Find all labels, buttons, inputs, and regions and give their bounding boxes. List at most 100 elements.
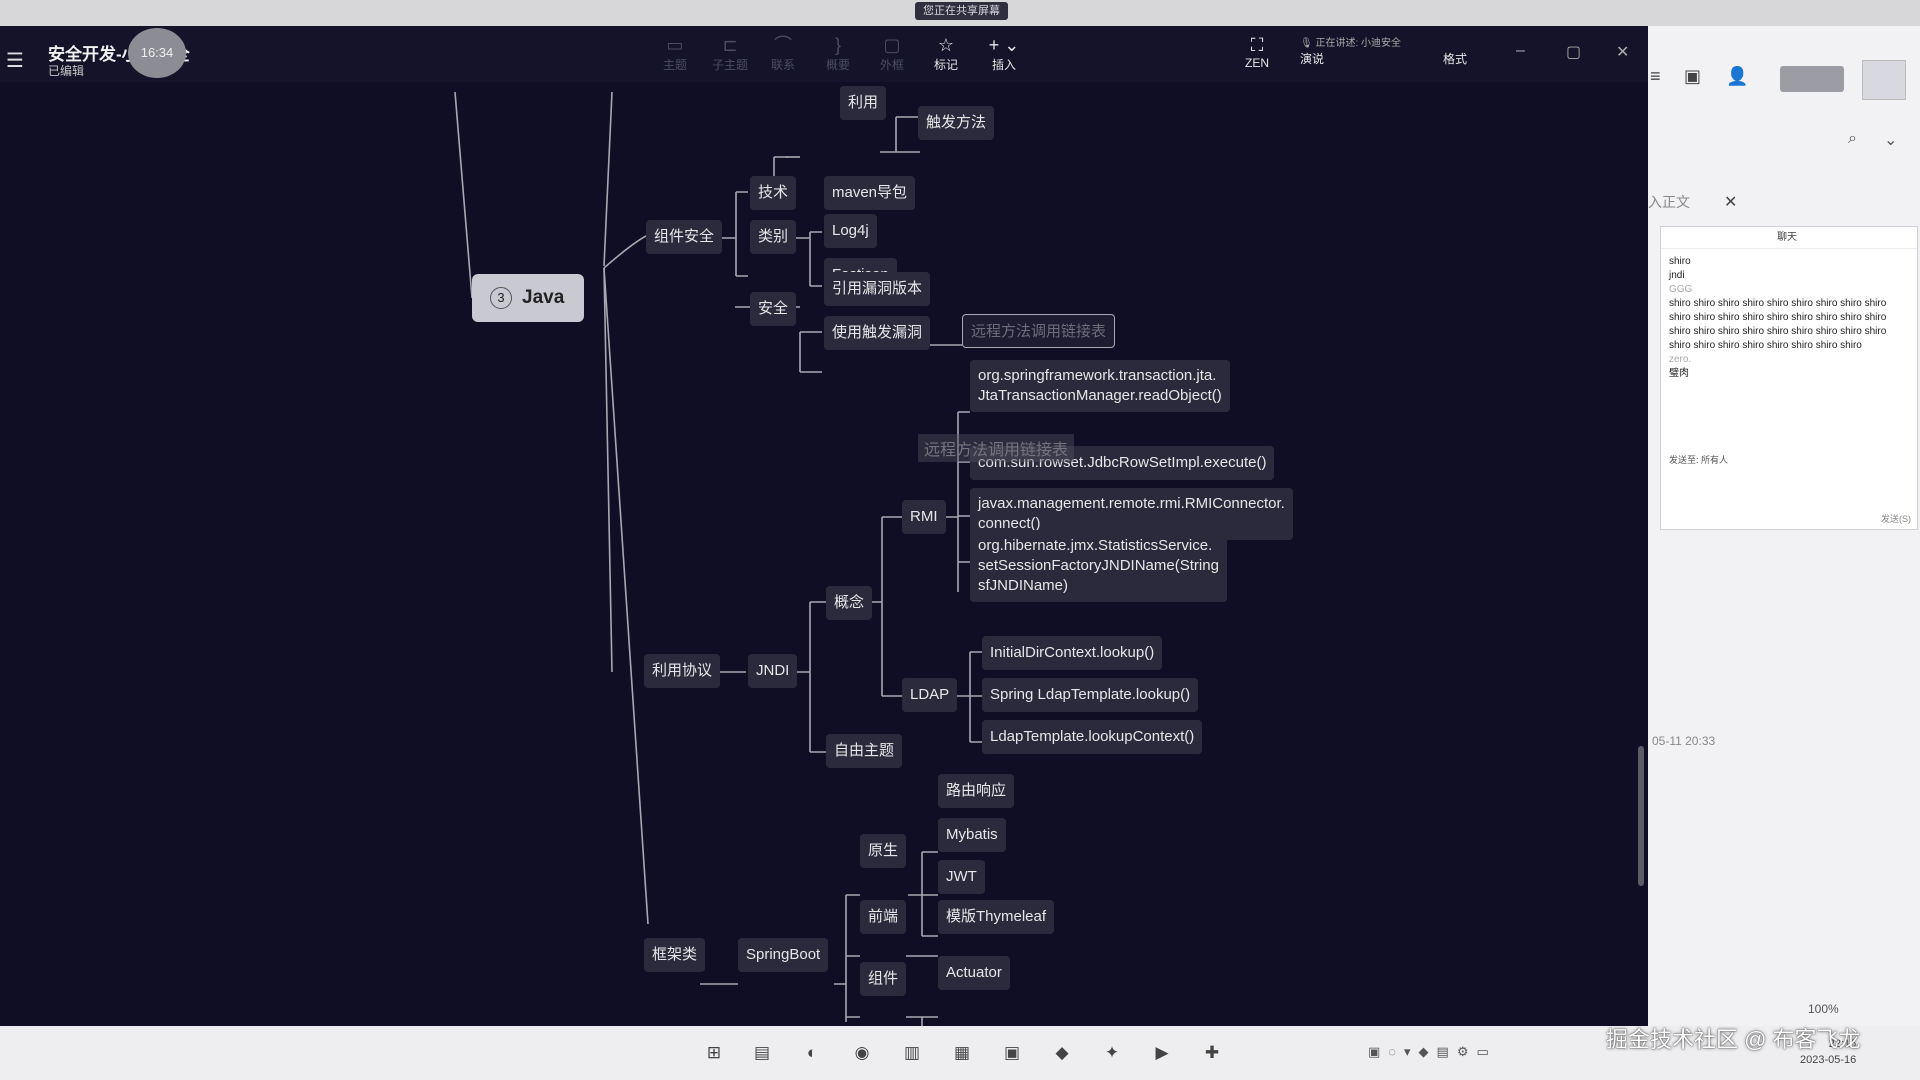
tool-icon[interactable]: ✚ [1198, 1040, 1226, 1066]
notes-icon[interactable]: ▥ [898, 1040, 926, 1066]
node-maven[interactable]: maven导包 [824, 176, 915, 210]
chat-message: shiro [1669, 255, 1909, 269]
node-native[interactable]: 原生 [860, 834, 906, 868]
fullscreen-icon: ⛶ [1232, 34, 1282, 56]
boundary-icon: ▢ [867, 34, 917, 56]
send-to-select[interactable]: 所有人 [1701, 455, 1728, 465]
app-icon[interactable]: ◆ [1048, 1040, 1076, 1066]
relation-icon: ⌒ [758, 34, 808, 56]
node-free-topic[interactable]: 自由主题 [826, 734, 902, 768]
boundary-button[interactable]: ▢外框 [867, 34, 917, 73]
insert-button[interactable]: + ⌄插入 [979, 34, 1029, 73]
message-timestamp: 05-11 20:33 [1652, 734, 1715, 748]
node-reference-vuln-version[interactable]: 引用漏洞版本 [824, 272, 930, 306]
node-category[interactable]: 类别 [750, 220, 796, 254]
menu-icon[interactable]: ☰ [6, 48, 24, 73]
node-ldap-initialdircontext[interactable]: InitialDirContext.lookup() [982, 636, 1162, 670]
node-jwt[interactable]: JWT [938, 860, 985, 894]
screen-top-strip: 您正在共享屏幕 [0, 0, 1920, 26]
node-remote-method-chain[interactable]: 远程方法调用链接表 [962, 314, 1115, 348]
node-frontend[interactable]: 前端 [860, 900, 906, 934]
node-route-response[interactable]: 路由响应 [938, 774, 1014, 808]
close-icon[interactable]: ✕ [1724, 192, 1737, 212]
star-icon: ☆ [921, 34, 971, 56]
present-button[interactable]: 演说 [1287, 50, 1337, 67]
summary-button[interactable]: }概要 [813, 34, 863, 73]
minimize-icon[interactable]: – [1516, 42, 1525, 60]
node-rmi-jta[interactable]: org.springframework.transaction.jta. Jta… [970, 360, 1230, 412]
screen-sharing-notice[interactable]: 您正在共享屏幕 [915, 2, 1008, 20]
terminal-icon[interactable]: ▶ [1148, 1040, 1176, 1066]
system-tray[interactable]: ▣◌▾◆▤⚙▭ [1368, 1044, 1497, 1060]
send-to[interactable]: 发送至: 所有人 [1669, 453, 1728, 466]
node-thymeleaf[interactable]: 模版Thymeleaf [938, 900, 1054, 934]
node-actuator[interactable]: Actuator [938, 956, 1010, 990]
format-button[interactable]: 格式 [1430, 50, 1480, 67]
node-root-java[interactable]: 3 Java [472, 274, 584, 322]
zen-button[interactable]: ⛶ZEN [1232, 34, 1282, 70]
chat-message: 璧肉 [1669, 367, 1909, 381]
avatar[interactable] [1862, 60, 1906, 100]
mindmap-window: ☰ 安全开发-小迪安全 已编辑 16:34 ▭主题 ⊏子主题 ⌒联系 }概要 ▢… [0, 26, 1648, 1026]
chat-message: jndi [1669, 269, 1909, 283]
start-icon[interactable]: ⊞ [700, 1040, 728, 1066]
meeting-icon[interactable]: ▣ [998, 1040, 1026, 1066]
relation-button[interactable]: ⌒联系 [758, 34, 808, 73]
node-mybatis[interactable]: Mybatis [938, 818, 1006, 852]
chat-app-icon[interactable]: ◉ [848, 1040, 876, 1066]
node-jndi[interactable]: JNDI [748, 654, 797, 688]
chevron-down-icon[interactable]: ⌄ [1884, 130, 1897, 150]
topic-button[interactable]: ▭主题 [650, 34, 700, 73]
send-button[interactable]: 发送(S) [1881, 512, 1911, 525]
node-ldap[interactable]: LDAP [902, 678, 957, 712]
panel-action-button[interactable] [1780, 66, 1844, 92]
node-ldap-spring-lookup[interactable]: Spring LdapTemplate.lookup() [982, 678, 1198, 712]
node-ldap-lookupcontext[interactable]: LdapTemplate.lookupContext() [982, 720, 1202, 754]
photos-icon[interactable]: ▦ [948, 1040, 976, 1066]
node-framework[interactable]: 框架类 [644, 938, 705, 972]
recording-timer: 16:34 [128, 28, 186, 78]
summary-icon: } [813, 34, 863, 56]
vertical-scrollbar[interactable] [1638, 746, 1644, 886]
node-liyong[interactable]: 利用 [840, 86, 886, 120]
mindmap-toolbar: ☰ 安全开发-小迪安全 已编辑 16:34 ▭主题 ⊏子主题 ⌒联系 }概要 ▢… [0, 26, 1648, 82]
user-manage-icon[interactable]: 👤 [1726, 66, 1748, 87]
marker-button[interactable]: ☆标记 [921, 34, 971, 73]
node-protocol-exploit[interactable]: 利用协议 [644, 654, 720, 688]
text-format-icon[interactable]: ≡ [1650, 66, 1661, 87]
chat-message: GGG [1669, 283, 1909, 297]
node-rmi[interactable]: RMI [902, 500, 946, 534]
node-component-security[interactable]: 组件安全 [646, 220, 722, 254]
file-explorer-icon[interactable]: ▤ [748, 1040, 776, 1066]
xmind-icon[interactable]: ✦ [1098, 1040, 1126, 1066]
node-component[interactable]: 组件 [860, 962, 906, 996]
subtopic-icon: ⊏ [705, 34, 755, 56]
subtopic-button[interactable]: ⊏子主题 [705, 34, 755, 73]
edge-icon[interactable]: ◐ [798, 1040, 826, 1066]
node-security[interactable]: 安全 [750, 292, 796, 326]
right-panel: ≡ ▣ 👤 ⌕ ⌄ 入正文 ✕ 聊天 shiro jndi GGG shiro … [1648, 26, 1920, 1026]
node-springboot[interactable]: SpringBoot [738, 938, 828, 972]
node-rmi-hibernate[interactable]: org.hibernate.jmx.StatisticsService. set… [970, 530, 1227, 602]
node-concept[interactable]: 概念 [826, 586, 872, 620]
drag-ghost: 远程方法调用链接表 [918, 434, 1074, 462]
live-status: 🎙 正在讲述: 小迪安全 [1300, 34, 1401, 49]
node-technique[interactable]: 技术 [750, 176, 796, 210]
node-log4j[interactable]: Log4j [824, 214, 877, 248]
zoom-level[interactable]: 100% [1808, 1002, 1839, 1016]
search-icon[interactable]: ⌕ [1848, 130, 1857, 148]
maximize-icon[interactable]: ▢ [1566, 42, 1581, 62]
topic-number-badge: 3 [490, 287, 512, 309]
microphone-icon: 🎙 [1300, 38, 1315, 49]
topic-icon: ▭ [650, 34, 700, 56]
node-use-trigger-vuln[interactable]: 使用触发漏洞 [824, 316, 930, 350]
screen-share-icon[interactable]: ▣ [1684, 66, 1701, 87]
close-icon[interactable]: ✕ [1616, 42, 1629, 62]
node-trigger-method[interactable]: 触发方法 [918, 106, 994, 140]
chat-window: 聊天 shiro jndi GGG shiro shiro shiro shir… [1660, 226, 1918, 530]
plus-icon: + ⌄ [979, 34, 1029, 56]
panel-caption: 入正文 [1648, 192, 1690, 212]
chat-messages: shiro jndi GGG shiro shiro shiro shiro s… [1661, 249, 1917, 387]
root-label: Java [522, 287, 564, 308]
